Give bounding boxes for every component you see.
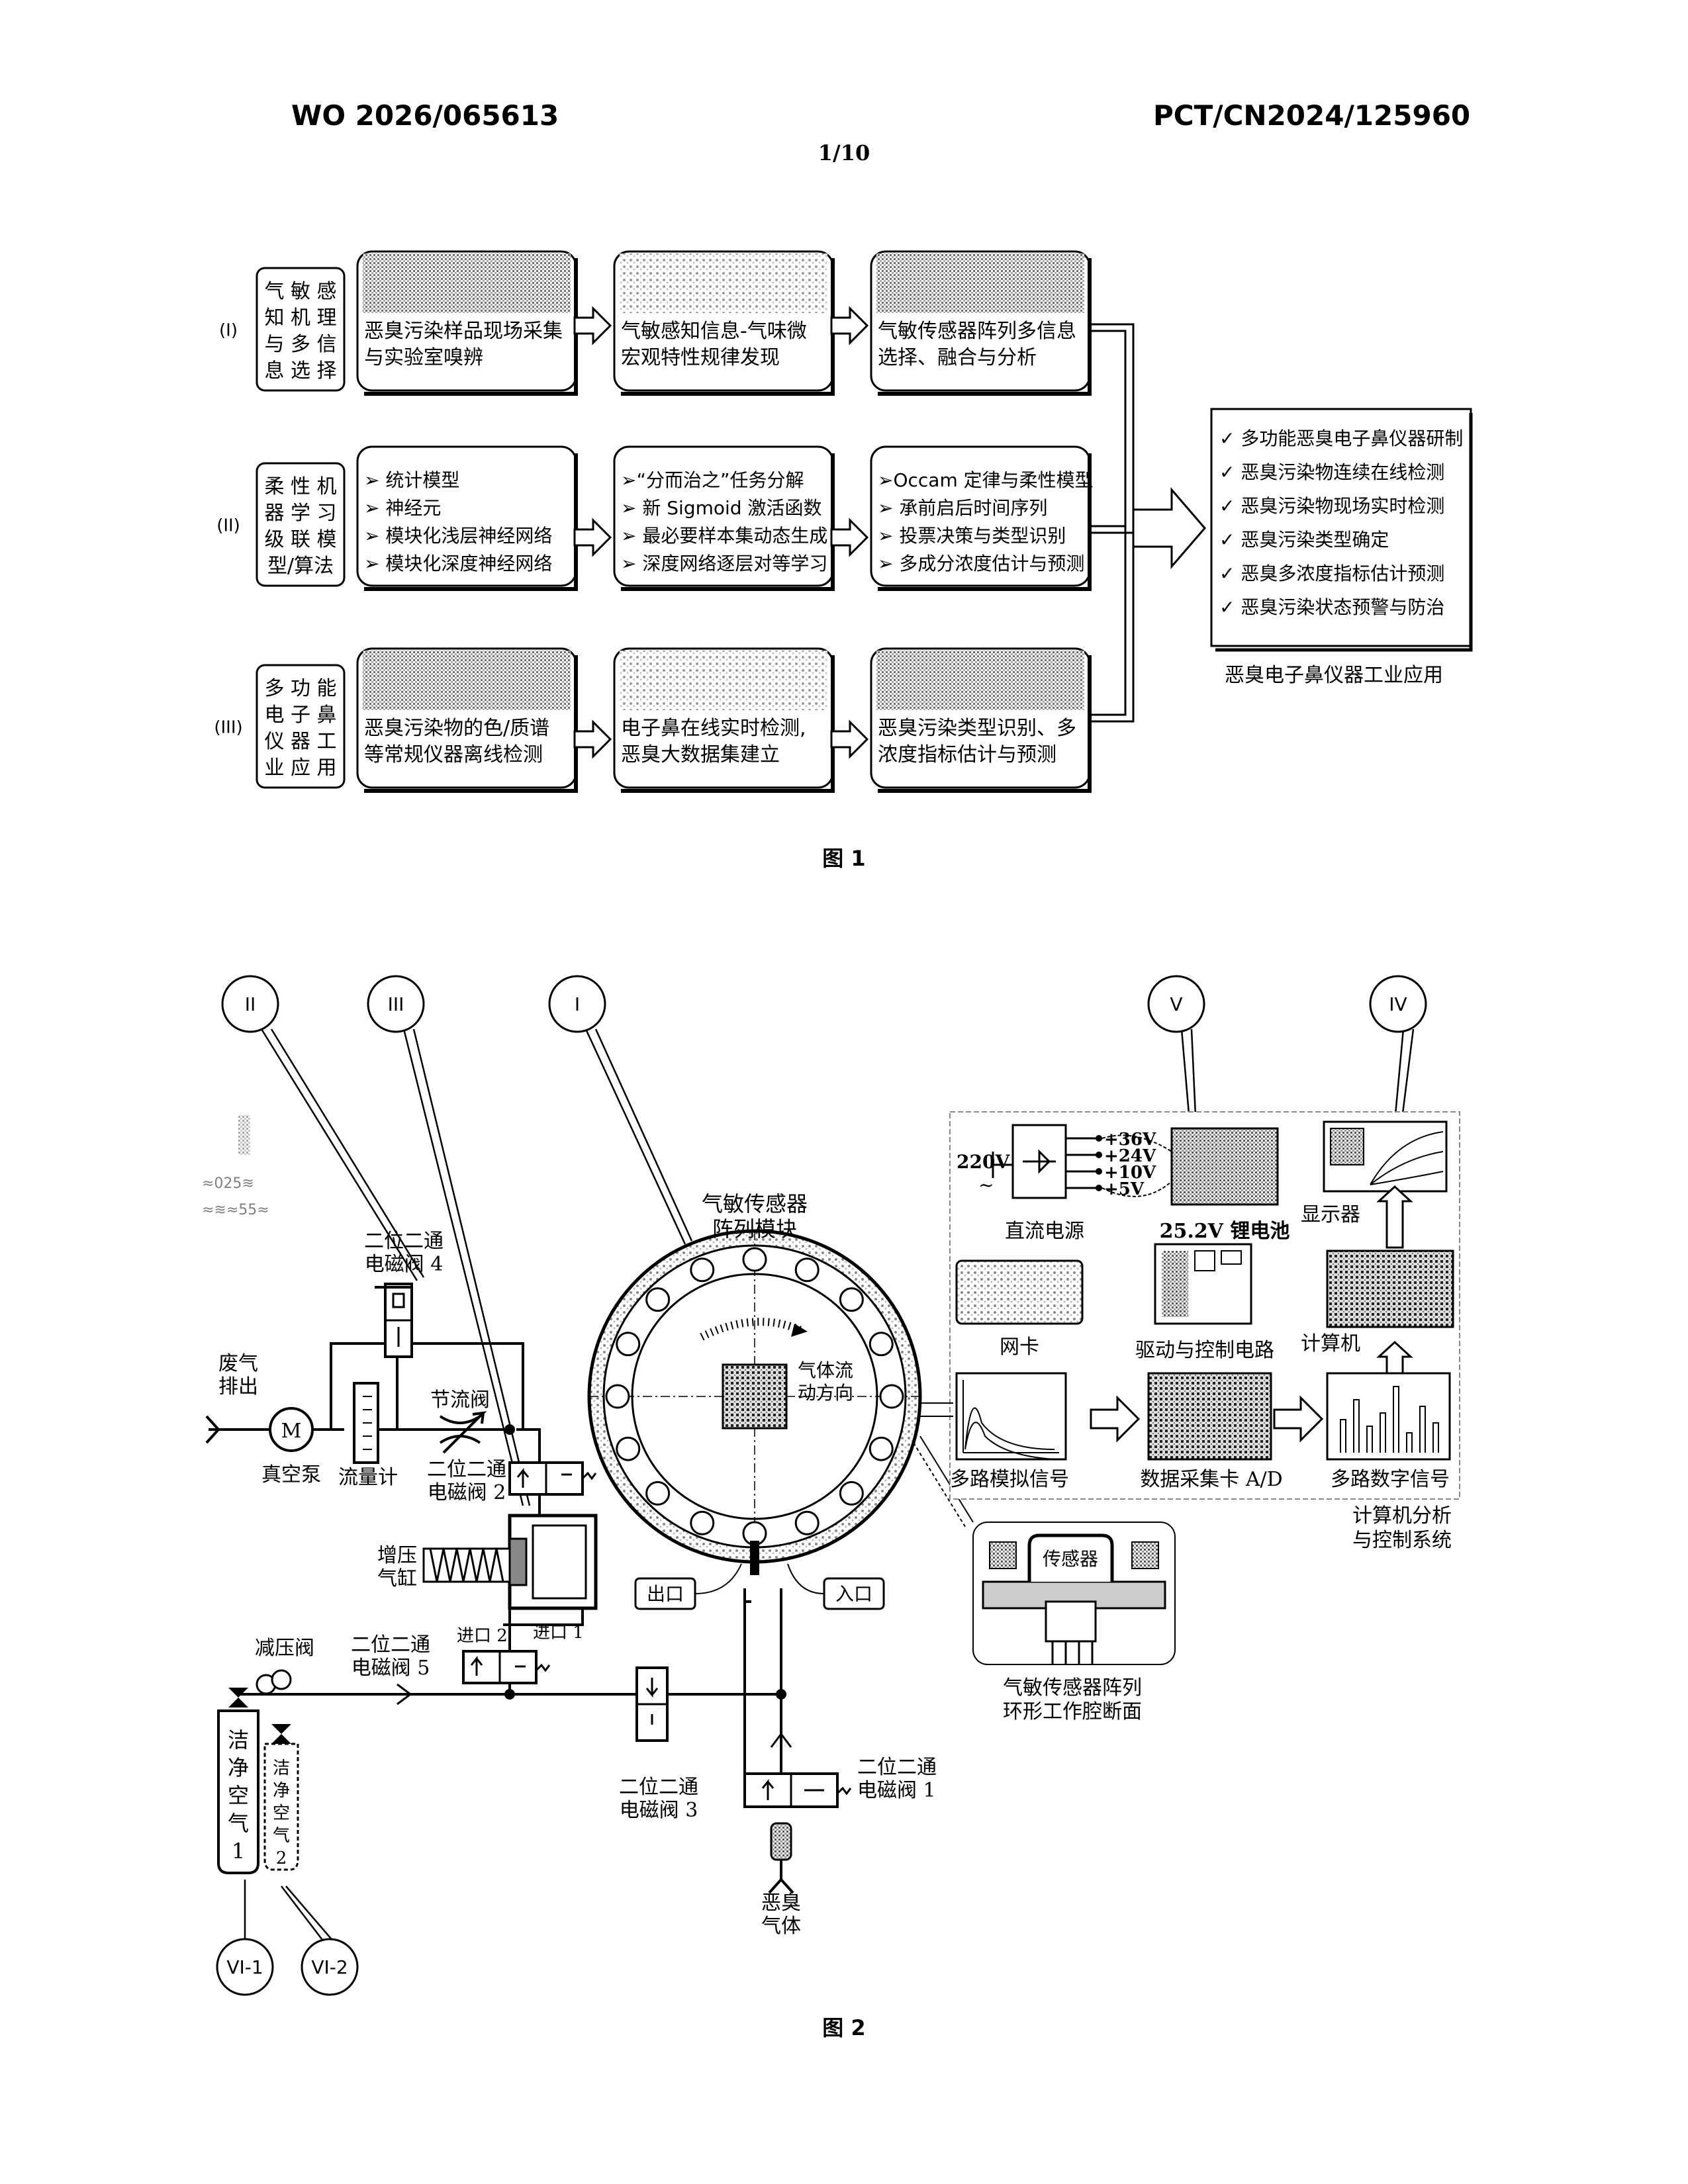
row-label-line: 级 联 模: [264, 528, 336, 551]
app-item: ✓ 恶臭污染状态预警与防治: [1219, 596, 1444, 618]
row-label-line: 柔 性 机: [264, 475, 336, 498]
merge-connector: [1091, 324, 1133, 721]
cell-r1-c1: 恶臭污染样品现场采集与实验室嗅辨: [357, 251, 576, 394]
cell-text: ➢ 神经元: [364, 497, 441, 519]
cell-r2-c1: ➢ 统计模型 ➢ 神经元 ➢ 模块化浅层神经网络 ➢ 模块化深度神经网络: [357, 447, 576, 589]
row-label-line: 与 多 信: [264, 333, 336, 356]
cell-text: 气敏传感器阵列多信息: [878, 320, 1076, 343]
row-label-line: 器 学 习: [264, 502, 336, 525]
cell-text: 恶臭污染物的色/质谱: [364, 717, 549, 740]
row-roman-2: (II): [216, 516, 240, 536]
illustration: [363, 651, 571, 710]
cell-text: ➢ 模块化浅层神经网络: [364, 525, 552, 547]
row-label-line: 气 敏 感: [264, 280, 336, 303]
illustration: [363, 253, 571, 313]
row-label-line: 型/算法: [267, 555, 334, 578]
row-label-line: 业 应 用: [264, 756, 336, 780]
illustration: [620, 651, 827, 710]
cell-r3-c3: 恶臭污染类型识别、多浓度指标估计与预测: [871, 649, 1090, 791]
illustration: [620, 253, 827, 313]
row-roman-1: (I): [219, 321, 238, 341]
cell-r2-c3: ➢Occam 定律与柔性模型 ➢ 承前启后时间序列 ➢ 投票决策与类型识别 ➢ 多成分…: [871, 447, 1094, 589]
app-item: ✓ 恶臭污染物现场实时检测: [1219, 495, 1444, 517]
cell-r2-c2: ➢“分而治之”任务分解 ➢ 新 Sigmoid 激活函数 ➢ 最必要样本集动态生成 ➢…: [614, 447, 833, 589]
cell-r1-c3: 气敏传感器阵列多信息选择、融合与分析: [871, 251, 1090, 394]
row-label-line: 息 选 择: [264, 359, 336, 383]
cell-r3-c2: 电子鼻在线实时检测, 恶臭大数据集建立: [614, 649, 833, 791]
cell-text: ➢ 承前启后时间序列: [878, 497, 1047, 519]
row-label-line: 多 功 能: [264, 677, 336, 700]
illustration: [876, 253, 1084, 313]
cell-text: ➢ 统计模型: [364, 469, 459, 491]
cell-text: ➢Occam 定律与柔性模型: [878, 469, 1094, 491]
cell-text: 选择、融合与分析: [878, 346, 1037, 369]
cell-text: 恶臭大数据集建立: [621, 743, 780, 766]
cell-text: 宏观特性规律发现: [621, 346, 780, 369]
cell-r3-c1: 恶臭污染物的色/质谱等常规仪器离线检测: [357, 649, 576, 791]
illustration: [876, 651, 1084, 710]
app-item: ✓ 恶臭污染物连续在线检测: [1219, 461, 1444, 483]
cell-text: 恶臭污染类型识别、多: [878, 717, 1076, 740]
figure-1-caption: 图 1: [822, 846, 865, 871]
cell-text: ➢ 模块化深度神经网络: [364, 553, 552, 574]
apps-caption: 恶臭电子鼻仪器工业应用: [1225, 664, 1443, 687]
cell-text: ➢ 最必要样本集动态生成: [621, 525, 827, 547]
app-item: ✓ 多功能恶臭电子鼻仪器研制: [1219, 428, 1463, 449]
app-item: ✓ 恶臭污染类型确定: [1219, 529, 1389, 551]
row-label-line: 仪 器 工: [264, 730, 336, 753]
row-label-line: 电 子 鼻: [264, 704, 336, 727]
cell-text: 等常规仪器离线检测: [364, 743, 543, 766]
cell-text: 恶臭污染样品现场采集: [364, 320, 563, 343]
cell-text: ➢“分而治之”任务分解: [621, 469, 804, 491]
cell-text: ➢ 多成分浓度估计与预测: [878, 553, 1084, 574]
cell-r1-c2: 气敏感知信息-气味微宏观特性规律发现: [614, 251, 833, 394]
cell-text: ➢ 投票决策与类型识别: [878, 525, 1066, 547]
cell-text: 气敏感知信息-气味微: [621, 320, 807, 343]
cell-text: 电子鼻在线实时检测,: [621, 717, 806, 740]
row-roman-3: (III): [214, 718, 242, 738]
app-item: ✓ 恶臭多浓度指标估计预测: [1219, 563, 1444, 584]
cell-text: 浓度指标估计与预测: [878, 743, 1056, 766]
merge-arrow: [1133, 490, 1205, 567]
cell-text: ➢ 新 Sigmoid 激活函数: [621, 497, 821, 519]
cell-text: ➢ 深度网络逐层对等学习: [621, 553, 827, 574]
cell-text: 与实验室嗅辨: [364, 346, 483, 369]
row-label-line: 知 机 理: [264, 306, 336, 330]
